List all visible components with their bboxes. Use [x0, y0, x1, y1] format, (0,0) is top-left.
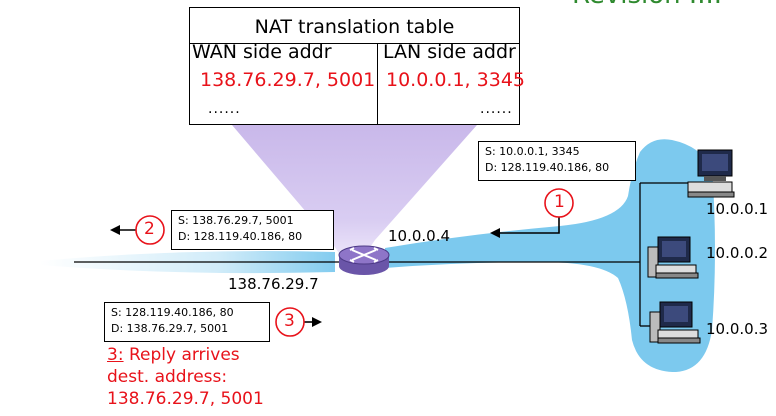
slide-title: Revision ....	[572, 0, 722, 10]
nat-table-title: NAT translation table	[254, 16, 455, 38]
reply-note-line1: 3: Reply arrives	[107, 344, 264, 366]
packet-1-dest: D: 128.119.40.186, 80	[485, 161, 610, 174]
nat-translation-table: NAT translation table WAN side addr LAN …	[189, 7, 525, 125]
packet-1-header: S: 10.0.0.1, 3345 D: 128.119.40.186, 80	[478, 141, 636, 181]
packet-2-dest: D: 128.119.40.186, 80	[178, 230, 303, 243]
packet-3-dest: D: 138.76.29.7, 5001	[111, 322, 229, 335]
router-icon	[338, 245, 390, 275]
lan-cloud	[385, 139, 715, 372]
router-wan-ip: 138.76.29.7	[228, 275, 319, 293]
reply-note-text: Reply arrives	[128, 345, 240, 365]
step-3-circle	[275, 307, 305, 337]
step-2-label: 2	[144, 219, 155, 239]
step-1-circle	[544, 188, 574, 218]
computer-icon	[687, 149, 735, 198]
computer-icon	[649, 301, 701, 344]
reply-note-line3: 138.76.29.7, 5001	[107, 389, 264, 409]
host-2-ip: 10.0.0.2	[706, 244, 769, 262]
table-divider	[190, 43, 519, 44]
wan-column-header: WAN side addr	[192, 41, 332, 63]
wan-ellipsis: ......	[208, 101, 241, 117]
reply-note-line2: dest. address:	[107, 367, 228, 387]
packet-3-source: S: 128.119.40.186, 80	[111, 306, 234, 319]
router-lan-ip: 10.0.0.4	[388, 227, 451, 245]
host-1-ip: 10.0.0.1	[706, 200, 769, 218]
lan-column-header: LAN side addr	[383, 41, 516, 63]
table-divider	[377, 43, 378, 124]
wan-addr-cell: 138.76.29.7, 5001	[200, 69, 376, 91]
lan-ellipsis: ......	[480, 101, 513, 117]
lan-addr-cell: 10.0.0.1, 3345	[386, 69, 525, 91]
computer-icon	[647, 236, 699, 279]
packet-2-source: S: 138.76.29.7, 5001	[178, 214, 294, 227]
reply-note-number: 3:	[107, 345, 124, 365]
packet-1-arrow	[490, 217, 560, 238]
packet-3-header: S: 128.119.40.186, 80 D: 138.76.29.7, 50…	[104, 302, 270, 342]
nat-table-beam	[232, 125, 477, 262]
reply-note: 3: Reply arrives dest. address: 138.76.2…	[107, 344, 264, 410]
packet-1-source: S: 10.0.0.1, 3345	[485, 145, 580, 158]
packet-2-header: S: 138.76.29.7, 5001 D: 128.119.40.186, …	[171, 210, 334, 250]
host-3-ip: 10.0.0.3	[706, 320, 769, 338]
step-1-label: 1	[554, 192, 565, 212]
step-2-circle	[135, 215, 165, 245]
step-3-label: 3	[284, 311, 295, 331]
